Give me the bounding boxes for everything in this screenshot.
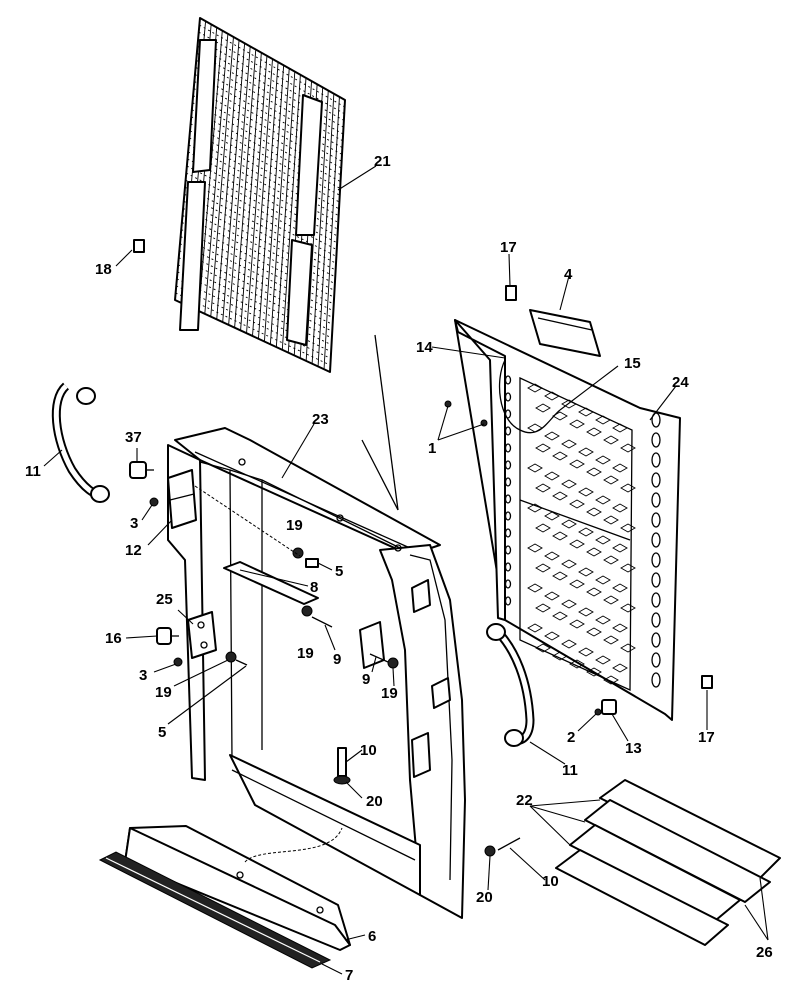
callout-10: 10: [360, 742, 377, 759]
callout-4: 4: [564, 266, 573, 283]
callout-3: 3: [130, 515, 138, 532]
callout-10: 10: [542, 873, 559, 890]
rubber-strip-7: [98, 851, 332, 969]
hose-11-left: [51, 382, 110, 503]
callout-19: 19: [381, 685, 398, 702]
callout-19: 19: [286, 517, 303, 534]
callout-6: 6: [368, 928, 376, 945]
strip-22-26: [555, 779, 781, 946]
callout-13: 13: [625, 740, 642, 757]
callout-16: 16: [105, 630, 122, 647]
callout-19: 19: [297, 645, 314, 662]
callout-9: 9: [362, 671, 370, 688]
callout-25: 25: [156, 591, 173, 608]
bracket-12: [167, 469, 197, 529]
callout-12: 12: [125, 542, 142, 559]
callout-3: 3: [139, 667, 147, 684]
callout-20: 20: [366, 793, 383, 810]
callout-7: 7: [345, 967, 353, 984]
callout-26: 26: [756, 944, 773, 961]
grille-screen-21: [174, 17, 346, 373]
seal-plate-6: [124, 825, 351, 951]
callout-24: 24: [672, 374, 689, 391]
callout-11: 11: [25, 463, 41, 480]
grille-door-24: [454, 319, 681, 721]
callout-11: 11: [562, 762, 578, 779]
callout-23: 23: [312, 411, 329, 428]
callout-8: 8: [310, 579, 318, 596]
leader-lines: [43, 165, 769, 975]
callout-21: 21: [374, 153, 391, 170]
callout-1: 1: [428, 440, 436, 457]
main-shroud-frame-23: [167, 427, 466, 919]
callout-18: 18: [95, 261, 112, 278]
cable-14-15: [498, 359, 561, 434]
callout-20: 20: [476, 889, 493, 906]
callout-17: 17: [500, 239, 517, 256]
callout-22: 22: [516, 792, 533, 809]
mount-bracket-25: [187, 611, 217, 659]
callout-19: 19: [155, 684, 172, 701]
callout-37: 37: [125, 429, 142, 446]
callout-14: 14: [416, 339, 433, 356]
callout-labels: 1 2 3 3 4 5 5 6 7 8 9 9 10 10 11 11 12 1…: [25, 153, 773, 984]
callout-2: 2: [567, 729, 575, 746]
callout-17: 17: [698, 729, 715, 746]
hose-11-right: [486, 623, 535, 747]
callout-5: 5: [158, 724, 166, 741]
callout-5: 5: [335, 563, 343, 580]
latch-4: [529, 309, 601, 357]
assembly-arrow: [361, 334, 399, 511]
callout-9: 9: [333, 651, 341, 668]
callout-15: 15: [624, 355, 641, 372]
